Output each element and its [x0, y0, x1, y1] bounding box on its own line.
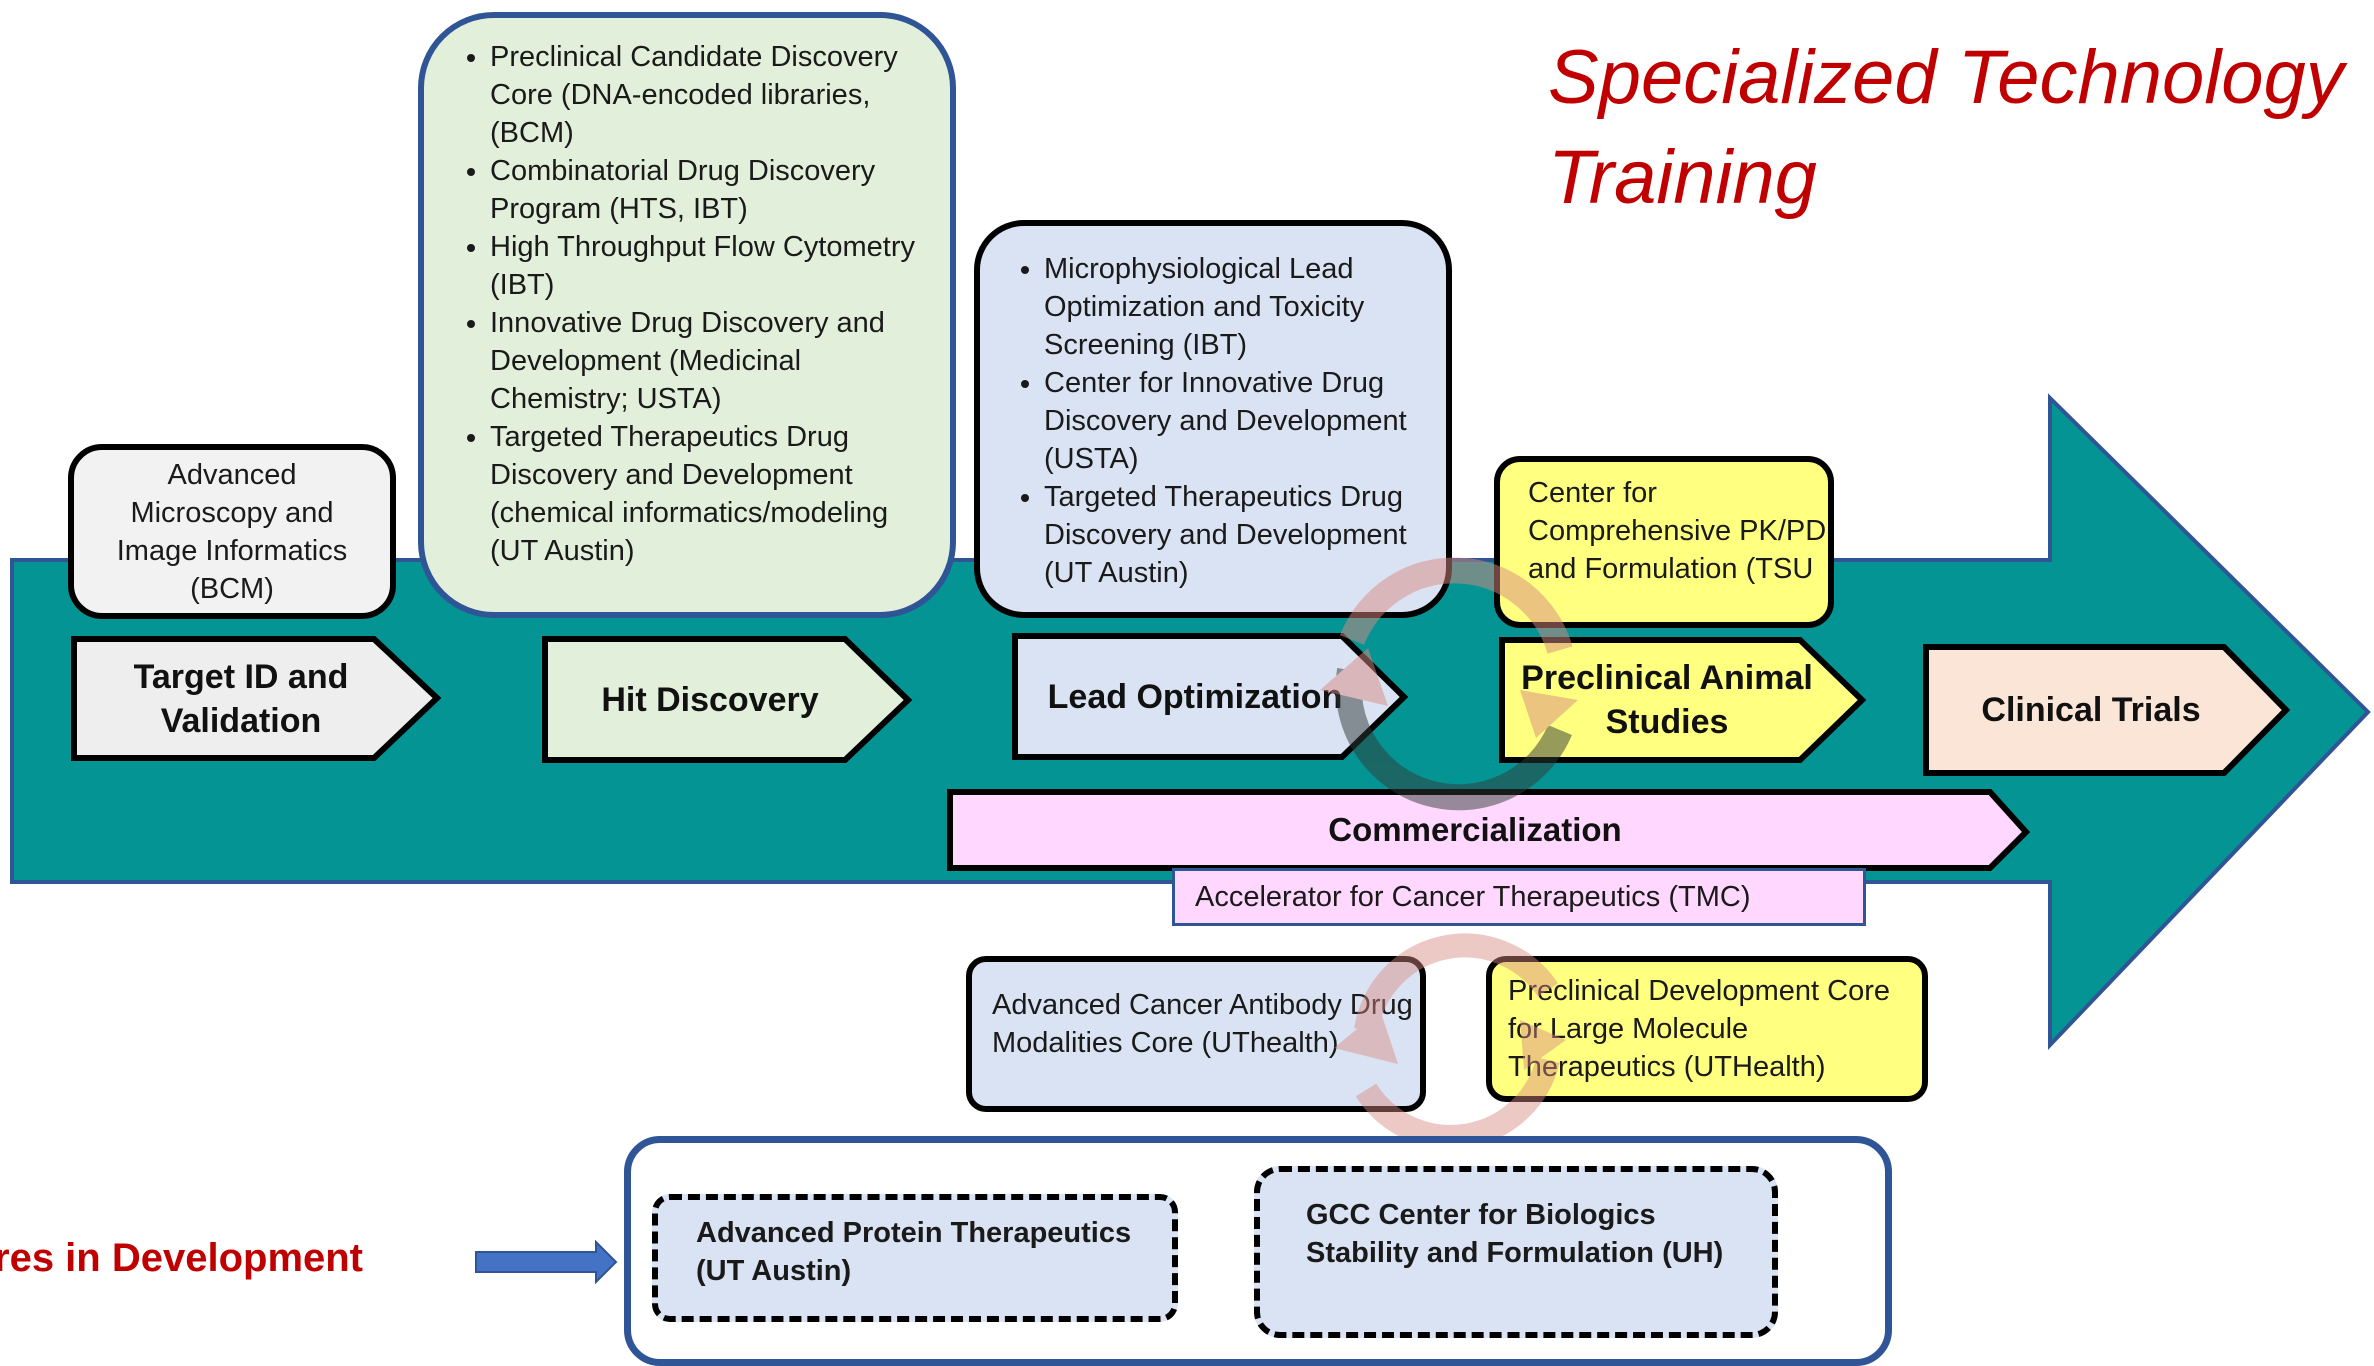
stage-arrow-lead — [1012, 633, 1409, 760]
in-development-label: res in Development — [0, 1236, 364, 1280]
hit-core-item: Combinatorial Drug Discovery Program (HT… — [490, 152, 928, 228]
stage-arrow-target — [71, 636, 442, 761]
hit-core-item: Innovative Drug Discovery and Developmen… — [490, 304, 928, 418]
dev-core-biologics-box: GCC Center for Biologics Stability and F… — [1254, 1166, 1778, 1338]
antibody-core-box: Advanced Cancer Antibody Drug Modalities… — [966, 956, 1426, 1112]
lead-core-item: Targeted Therapeutics Drug Discovery and… — [1044, 478, 1424, 592]
dev-core-biologics-text: GCC Center for Biologics Stability and F… — [1306, 1199, 1724, 1269]
target-core-text: Advanced Microscopy and Image Informatic… — [116, 458, 348, 605]
hit-core-item: Targeted Therapeutics Drug Discovery and… — [490, 418, 928, 570]
accelerator-box: Accelerator for Cancer Therapeutics (TMC… — [1172, 868, 1866, 926]
large-molecule-core-box: Preclinical Development Core for Large M… — [1486, 956, 1928, 1102]
arrow-right-icon — [475, 1239, 618, 1285]
antibody-core-text: Advanced Cancer Antibody Drug Modalities… — [992, 989, 1413, 1059]
dev-core-protein-text: Advanced Protein Therapeutics (UT Austin… — [696, 1217, 1132, 1287]
hit-core-item: Preclinical Candidate Discovery Core (DN… — [490, 38, 928, 152]
lead-cores-box: Microphysiological Lead Optimization and… — [974, 220, 1452, 618]
stage-preclinical-label: Preclinical Animal Studies — [1521, 659, 1813, 741]
stage-arrow-clinical — [1923, 644, 2291, 776]
stage-arrow-hit — [542, 636, 913, 763]
cycle-icon-lower — [1334, 933, 1566, 1149]
lead-core-item: Center for Innovative Drug Discovery and… — [1044, 364, 1424, 478]
hit-cores-box: Preclinical Candidate Discovery Core (DN… — [418, 12, 956, 618]
commercialization-arrow — [947, 789, 2031, 871]
stage-target-label: Target ID and Validation — [133, 657, 349, 740]
dev-core-protein-box: Advanced Protein Therapeutics (UT Austin… — [652, 1194, 1178, 1322]
preclinical-core-text: Center for Comprehensive PK/PD and Formu… — [1528, 477, 1827, 585]
cycle-arc-upper-right — [1339, 557, 1573, 654]
hit-cores-list: Preclinical Candidate Discovery Core (DN… — [454, 38, 928, 570]
cycle-head-lower-2 — [1520, 1020, 1566, 1070]
target-core-box: Advanced Microscopy and Image Informatic… — [68, 444, 396, 619]
lead-core-item: Microphysiological Lead Optimization and… — [1044, 250, 1424, 364]
preclinical-core-box: Center for Comprehensive PK/PD and Formu… — [1494, 456, 1834, 628]
lead-cores-list: Microphysiological Lead Optimization and… — [1008, 250, 1424, 592]
cycle-icon-upper — [1320, 557, 1578, 811]
commercialization-label: Commercialization — [1328, 811, 1622, 848]
cycle-head-lower-1 — [1334, 1010, 1398, 1064]
large-molecule-core-text: Preclinical Development Core for Large M… — [1508, 975, 1890, 1083]
stage-clinical-label: Clinical Trials — [1981, 691, 2201, 729]
cycle-arc-upper-left — [1335, 667, 1572, 811]
stage-lead-label: Lead Optimization — [1047, 677, 1343, 716]
stage-arrow-preclinical — [1499, 637, 1867, 763]
cycle-head-upper-1 — [1320, 648, 1388, 706]
accelerator-text: Accelerator for Cancer Therapeutics (TMC… — [1195, 881, 1751, 913]
cycle-head-upper-2 — [1520, 690, 1578, 738]
page-title: Specialized Technology Training — [1548, 35, 2344, 220]
cycle-arc-lower-right — [1355, 1056, 1560, 1149]
hit-core-item: High Throughput Flow Cytometry (IBT) — [490, 228, 928, 304]
cycle-arc-lower-left — [1354, 933, 1558, 1033]
stage-hit-label: Hit Discovery — [601, 680, 819, 719]
